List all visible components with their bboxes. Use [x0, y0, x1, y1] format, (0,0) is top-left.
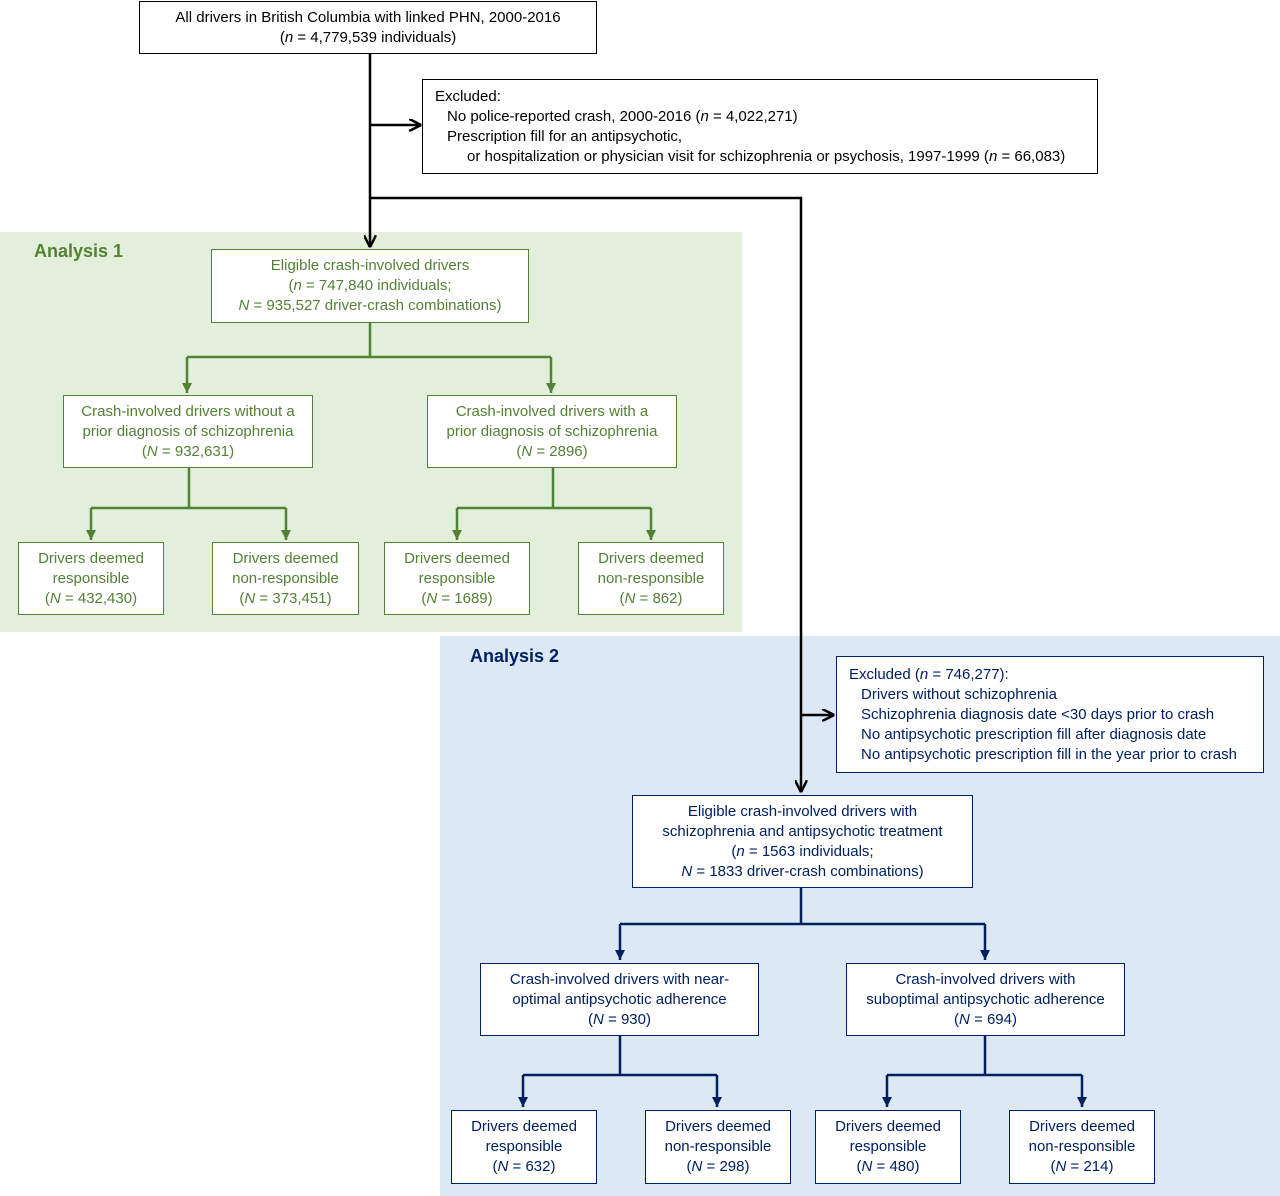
a1-without-line2: prior diagnosis of schizophrenia [82, 422, 294, 440]
a2-excluded-item: No antipsychotic prescription fill in th… [861, 745, 1237, 763]
analysis2-title: Analysis 2 [470, 646, 560, 666]
a2-eligible-combinations: N = 1833 driver-crash combinations) [681, 862, 924, 880]
a1-eligible-title: Eligible crash-involved drivers [270, 257, 470, 274]
a2-near-optimal-box: Crash-involved drivers with near- optima… [480, 963, 759, 1036]
a1-leaf-box: Drivers deemed responsible (N = 1689) [384, 542, 530, 615]
analysis1-title: Analysis 1 [34, 241, 124, 261]
a1-leaf2-line1: Drivers deemed [232, 549, 339, 567]
a2-eligible-box: Eligible crash-involved drivers with sch… [632, 795, 973, 888]
a1-with-line1: Crash-involved drivers with a [455, 402, 649, 420]
a2-leaf-box: Drivers deemed non-responsible (N = 214) [1009, 1110, 1155, 1184]
excluded-header: Excluded: [435, 87, 501, 105]
excluded-box-1: Excluded: No police-reported crash, 2000… [422, 79, 1098, 174]
a1-leaf1-line2: responsible [52, 569, 130, 587]
a2-leaf1-line1: Drivers deemed [471, 1118, 577, 1135]
a2-leaf-box: Drivers deemed responsible (N = 632) [451, 1110, 597, 1184]
a2-leaf-box: Drivers deemed responsible (N = 480) [815, 1110, 961, 1184]
a2-excluded-item: Schizophrenia diagnosis date <30 days pr… [861, 705, 1215, 723]
a1-with-line2: prior diagnosis of schizophrenia [446, 422, 658, 440]
excluded-hospitalization: or hospitalization or physician visit fo… [467, 147, 1066, 165]
a2-excluded-header: Excluded (n = 746,277): [849, 665, 1009, 683]
a2-eligible-line1: Eligible crash-involved drivers with [687, 802, 918, 820]
a1-leaf1-count: (N = 432,430) [44, 589, 138, 607]
a2-suboptimal-box: Crash-involved drivers with suboptimal a… [846, 963, 1125, 1036]
a1-leaf4-line2: non-responsible [597, 569, 705, 587]
a1-with-box: Crash-involved drivers with a prior diag… [427, 395, 677, 468]
a1-with-count: (N = 2896) [516, 442, 588, 460]
a1-leaf4-line1: Drivers deemed [598, 549, 704, 567]
a2-leaf3-line1: Drivers deemed [835, 1118, 941, 1135]
a2-leaf2-line2: non-responsible [664, 1138, 772, 1155]
a1-leaf3-line2: responsible [418, 569, 496, 587]
a2-leaf1-line2: responsible [485, 1138, 563, 1155]
a2-leaf4-line1: Drivers deemed [1029, 1118, 1135, 1135]
a2-near-line1: Crash-involved drivers with near- [509, 970, 730, 988]
a2-leaf1-count: (N = 632) [492, 1158, 556, 1175]
a2-leaf-box: Drivers deemed non-responsible (N = 298) [645, 1110, 791, 1184]
excluded-antipsychotic: Prescription fill for an antipsychotic, [447, 127, 683, 145]
a1-eligible-individuals: (n = 747,840 individuals; [288, 277, 452, 294]
a2-leaf3-count: (N = 480) [856, 1158, 920, 1175]
a2-near-line2: optimal antipsychotic adherence [512, 990, 727, 1008]
a2-leaf4-count: (N = 214) [1050, 1158, 1114, 1175]
a1-eligible-box: Eligible crash-involved drivers (n = 747… [211, 249, 529, 323]
a1-leaf1-line1: Drivers deemed [38, 549, 144, 567]
a2-leaf3-line2: responsible [849, 1138, 927, 1155]
a2-near-count: (N = 930) [588, 1010, 651, 1028]
a2-leaf2-count: (N = 298) [686, 1158, 750, 1175]
excluded-no-crash: No police-reported crash, 2000-2016 (n =… [447, 107, 798, 125]
a2-excluded-box: Excluded (n = 746,277): Drivers without … [836, 656, 1264, 773]
a1-leaf3-count: (N = 1689) [421, 589, 493, 607]
a1-leaf2-count: (N = 373,451) [239, 589, 332, 607]
a2-leaf2-line1: Drivers deemed [665, 1118, 771, 1135]
all-drivers-count: (n = 4,779,539 individuals) [279, 28, 457, 46]
a2-sub-line2: suboptimal antipsychotic adherence [866, 990, 1105, 1008]
a1-eligible-combinations: N = 935,527 driver-crash combinations) [238, 297, 502, 314]
a1-without-count: (N = 932,631) [141, 442, 235, 460]
a1-without-box: Crash-involved drivers without a prior d… [63, 395, 313, 468]
all-drivers-title: All drivers in British Columbia with lin… [175, 8, 561, 26]
a2-sub-line1: Crash-involved drivers with [895, 970, 1076, 988]
a2-eligible-line2: schizophrenia and antipsychotic treatmen… [662, 822, 943, 840]
a1-leaf3-line1: Drivers deemed [404, 549, 510, 567]
all-drivers-box: All drivers in British Columbia with lin… [139, 1, 597, 54]
a1-leaf4-count: (N = 862) [619, 589, 683, 607]
a1-leaf2-line2: non-responsible [232, 569, 339, 587]
a2-eligible-individuals: (n = 1563 individuals; [731, 842, 874, 860]
a1-leaf-box: Drivers deemed responsible (N = 432,430) [18, 542, 164, 615]
a2-sub-count: (N = 694) [954, 1010, 1017, 1028]
a1-leaf-box: Drivers deemed non-responsible (N = 862) [578, 542, 724, 615]
a1-leaf-box: Drivers deemed non-responsible (N = 373,… [212, 542, 359, 615]
a2-excluded-item: No antipsychotic prescription fill after… [861, 725, 1207, 743]
a1-without-line1: Crash-involved drivers without a [81, 402, 295, 420]
a2-excluded-item: Drivers without schizophrenia [861, 685, 1057, 703]
a2-leaf4-line2: non-responsible [1028, 1138, 1136, 1155]
